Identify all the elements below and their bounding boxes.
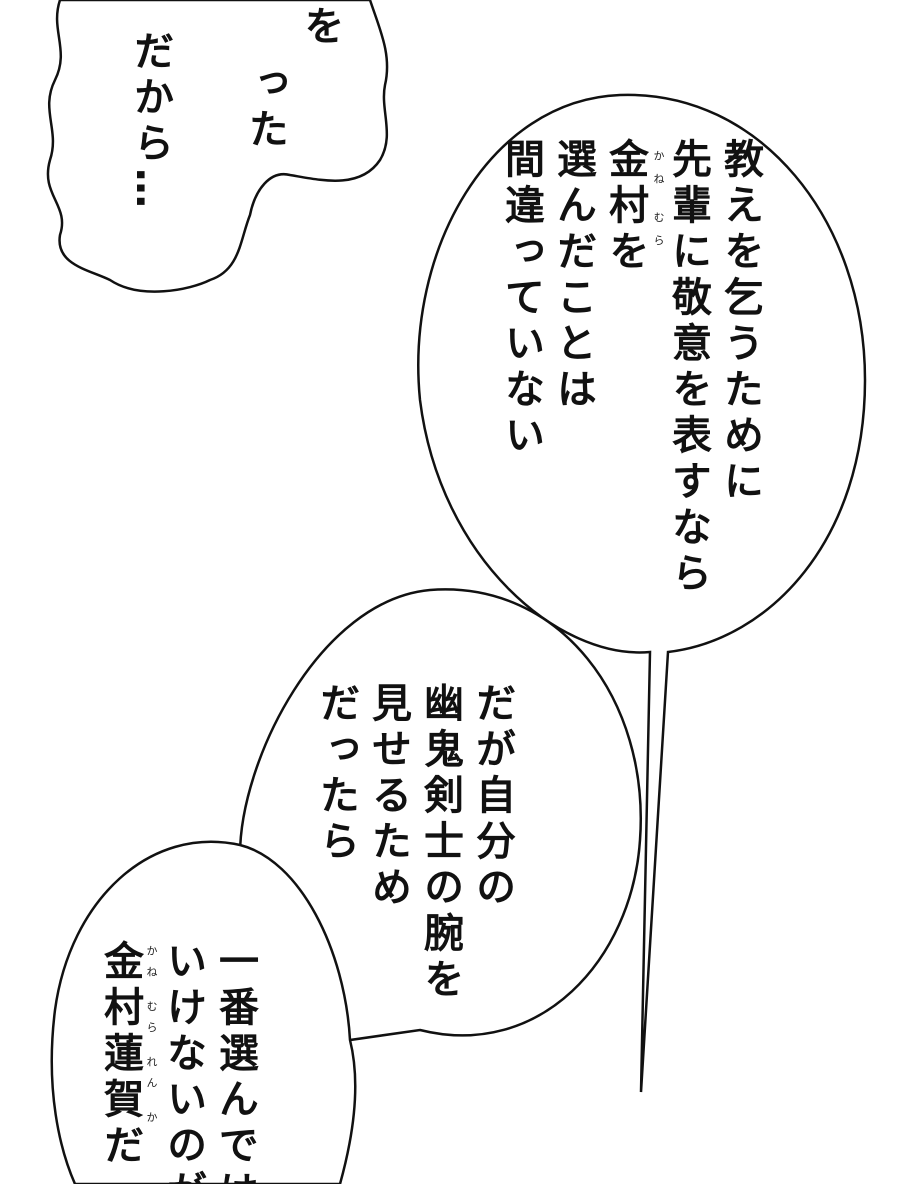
text-column: 幽鬼剣士の腕を bbox=[417, 682, 463, 1004]
text-column: 金村蓮賀だ bbox=[97, 940, 143, 1170]
text-column: 間違っていない bbox=[498, 138, 544, 460]
text-column: 選んだことは bbox=[550, 138, 596, 414]
text-column: 教えを乞うために bbox=[717, 138, 763, 506]
text-column: だが自分の bbox=[469, 682, 515, 912]
text-column: 見せるため bbox=[365, 682, 411, 912]
furigana: かね むら れん か bbox=[145, 945, 158, 1133]
text-column: 一番選んでは bbox=[212, 940, 258, 1184]
text-column: だったら bbox=[313, 682, 359, 866]
text-column: を bbox=[297, 5, 343, 51]
text-column: だから… bbox=[127, 30, 173, 214]
text-column: 金村を bbox=[602, 138, 648, 276]
cloud-bubble-top-left bbox=[46, 0, 389, 293]
text-column: いけないのが bbox=[160, 940, 206, 1184]
furigana: かね むら bbox=[652, 150, 665, 258]
speech-bubble-bottom bbox=[50, 840, 357, 1184]
text-column: 先輩に敬意を表すなら bbox=[665, 138, 711, 598]
text-column: った bbox=[242, 62, 288, 154]
oval-speech-bubble bbox=[417, 93, 867, 1093]
